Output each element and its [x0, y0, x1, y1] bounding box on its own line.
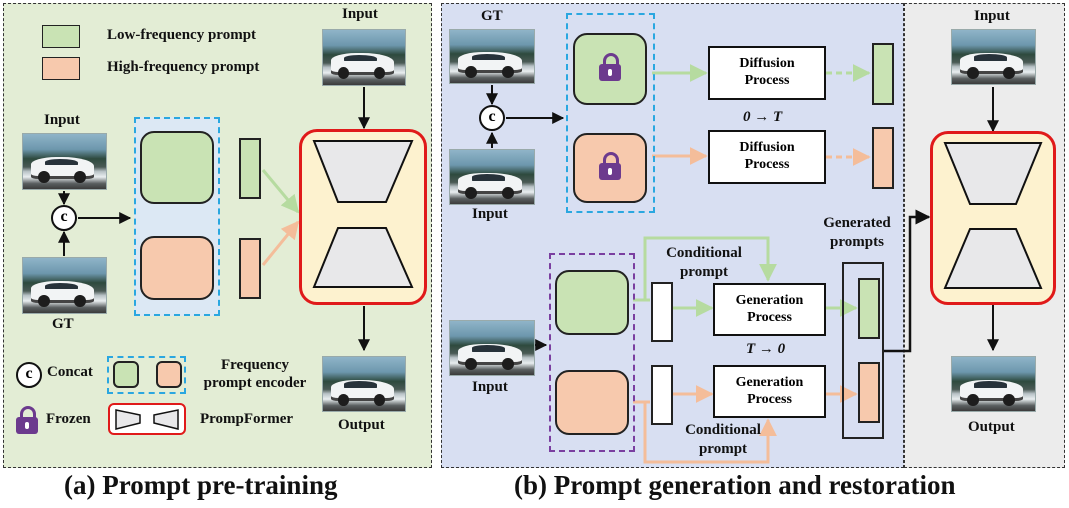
diffusion-process-bottom: Diffusion Process — [708, 130, 826, 184]
car-photo-output-a — [322, 356, 406, 412]
encoder-legend-frame — [107, 356, 186, 394]
generated-low-frequency-bar — [858, 278, 880, 339]
legend-high-frequency-swatch — [42, 57, 80, 80]
input-label-a-left: Input — [44, 112, 80, 128]
lock-icon — [16, 406, 38, 434]
conditional-prompt-bar-top — [651, 282, 673, 342]
car-photo-input-b-top — [449, 149, 535, 205]
generation-process-top: Generation Process — [713, 283, 826, 336]
input-label-b-top: Input — [472, 206, 508, 222]
diffused-high-frequency-bar — [872, 127, 894, 189]
forward-time-label: 0 → T — [743, 109, 783, 125]
generated-high-frequency-bar — [858, 362, 880, 423]
encoder-low-frequency-block — [140, 131, 214, 204]
caption-a: (a) Prompt pre-training — [64, 470, 338, 500]
concat-icon: c — [51, 205, 77, 231]
concat-legend-icon: c — [16, 362, 42, 388]
lock-icon-low — [599, 53, 621, 81]
input-label-a-top: Input — [342, 6, 378, 22]
concat-icon-b: c — [479, 105, 505, 131]
car-photo-gt-b — [449, 29, 535, 84]
car-photo-input-c — [951, 29, 1036, 85]
input-label-b-bottom: Input — [472, 379, 508, 395]
legend-high-frequency-label: High-frequency prompt — [107, 59, 260, 75]
generator-high-frequency-block — [555, 370, 629, 435]
car-photo-output-c — [951, 356, 1036, 412]
conditional-prompt-bar-bottom — [651, 365, 673, 425]
output-label-a: Output — [338, 417, 385, 433]
legend-prompformer-label: PrompFormer — [200, 411, 294, 427]
prompt-generator — [549, 253, 635, 452]
car-photo-gt-a — [22, 257, 107, 314]
generator-low-frequency-block — [555, 270, 629, 335]
conditional-prompt-label-top: Conditional prompt — [666, 245, 742, 280]
generated-prompts-frame — [842, 262, 884, 439]
gt-label-a: GT — [52, 316, 74, 332]
low-frequency-prompt-bar — [239, 138, 261, 199]
conditional-prompt-label-bottom: Conditional prompt — [685, 422, 761, 457]
legend-frozen-label: Frozen — [46, 411, 91, 427]
car-photo-input-a-top — [322, 29, 406, 86]
generation-process-bottom: Generation Process — [713, 365, 826, 418]
diffused-low-frequency-bar — [872, 43, 894, 105]
frozen-prompt-encoder — [566, 13, 655, 213]
reverse-time-label: T → 0 — [746, 341, 786, 357]
high-frequency-prompt-bar — [239, 238, 261, 299]
diffusion-process-top: Diffusion Process — [708, 46, 826, 100]
encoder-legend-peach — [156, 361, 182, 388]
car-photo-input-a — [22, 133, 107, 190]
legend-encoder-label: Frequency prompt encoder — [203, 357, 307, 391]
caption-b: (b) Prompt generation and restoration — [514, 470, 956, 500]
gt-label-b: GT — [481, 8, 503, 24]
legend-low-frequency-swatch — [42, 25, 80, 48]
encoder-legend-green — [113, 361, 139, 388]
lock-icon-high — [599, 152, 621, 180]
prompformer-a — [299, 129, 427, 305]
prompformer-legend-icon — [108, 403, 186, 435]
encoder-high-frequency-block — [140, 236, 214, 300]
prompformer-c — [930, 131, 1056, 305]
car-photo-input-b-bottom — [449, 320, 535, 376]
legend-concat-label: Concat — [47, 364, 93, 380]
output-label-c: Output — [968, 419, 1015, 435]
legend-low-frequency-label: Low-frequency prompt — [107, 27, 257, 43]
input-label-c: Input — [974, 8, 1010, 24]
generated-prompts-label: Generated prompts — [823, 215, 891, 250]
